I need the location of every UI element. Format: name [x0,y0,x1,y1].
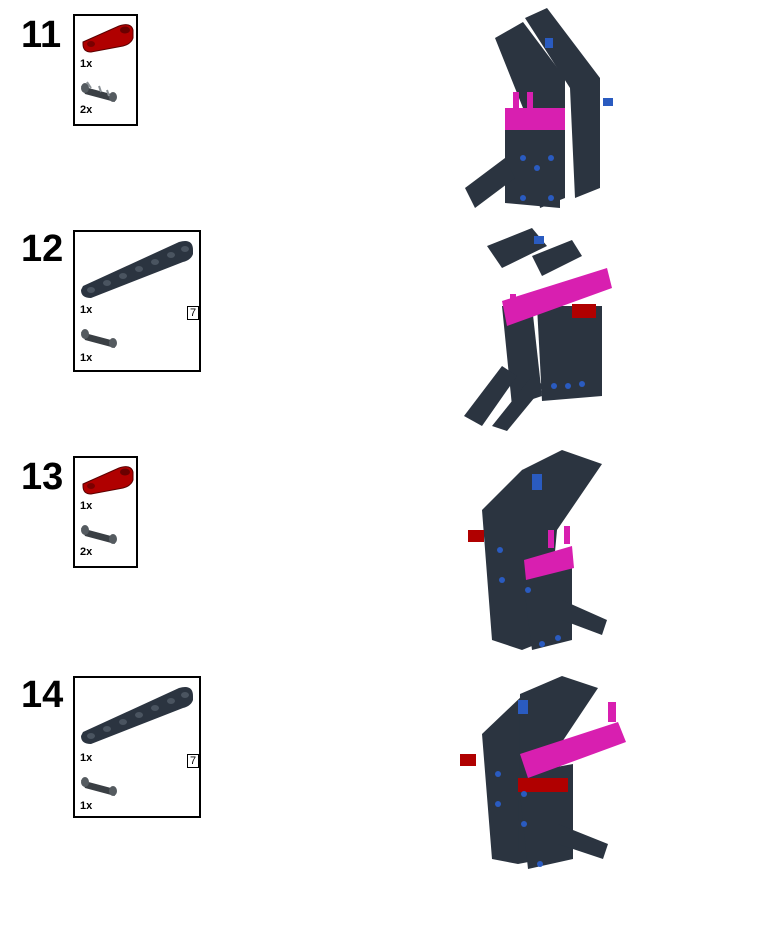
black-pin-icon [81,525,117,544]
step-number: 12 [21,228,64,270]
parts-callout: 1x 7 1x [73,230,201,372]
step-12: 12 1x 7 1x [0,228,768,440]
beam-length-badge: 7 [187,306,199,320]
assembly-model-image [464,228,612,431]
part-qty: 2x [80,104,93,116]
part-qty: 1x [80,352,93,364]
part-qty: 1x [80,304,93,316]
beam-icon [81,241,193,298]
beam-length-badge: 7 [187,754,199,768]
part-qty: 1x [80,500,93,512]
step-13: 13 1x 2x [0,450,768,668]
assembly-model-image [465,8,613,208]
part-qty: 1x [80,58,93,70]
beam-icon [81,687,193,744]
parts-callout: 1x 2x [73,456,138,568]
step-number: 14 [21,674,64,716]
part-qty: 1x [80,752,93,764]
step-number: 13 [21,456,64,498]
parts-callout: 1x 2x [73,14,138,126]
black-pin-icon [81,777,117,796]
step-number: 11 [21,14,62,56]
black-pin-icon [81,81,117,102]
assembly-model-image [460,676,626,869]
parts-callout: 1x 7 1x [73,676,201,818]
part-qty: 1x [80,800,93,812]
assembly-model-image [468,450,607,650]
step-11: 11 1x 2x [0,8,768,216]
red-connector-icon [82,466,134,495]
step-14: 14 1x 7 1x [0,676,768,886]
part-qty: 2x [80,546,93,558]
red-connector-icon [82,24,134,53]
black-pin-icon [81,329,117,348]
